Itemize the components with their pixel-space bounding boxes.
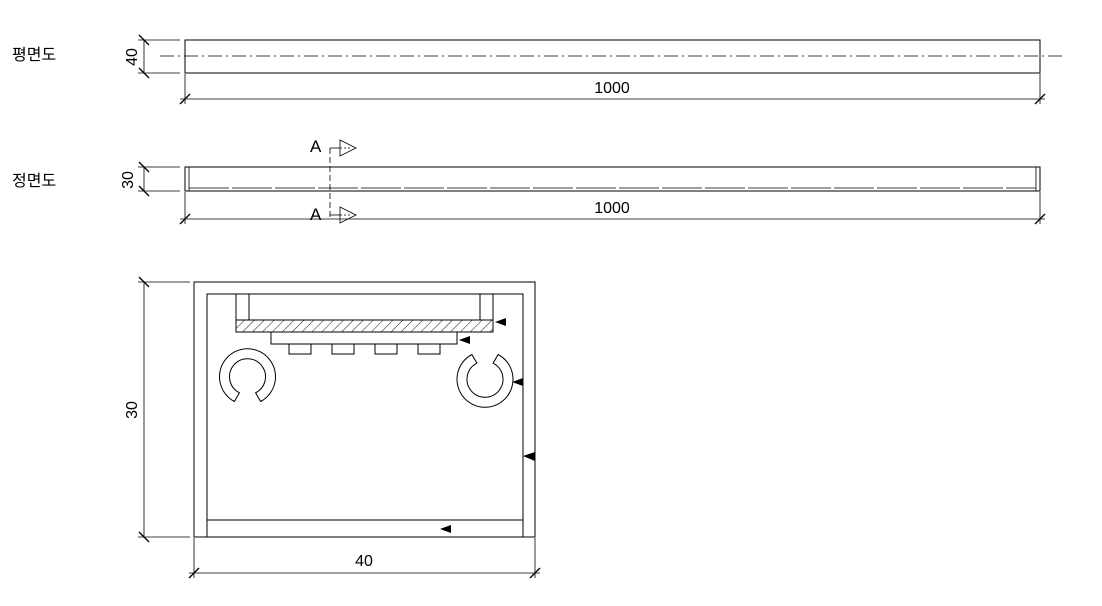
section-label-top: A [310, 137, 322, 156]
pcb-strip [270, 331, 458, 345]
led-chip [331, 343, 355, 355]
section-view: 30 40 [124, 276, 541, 579]
plan-view-outline [184, 39, 1041, 74]
front-length-label: 1000 [594, 200, 630, 217]
led-chip [288, 343, 312, 355]
led-chip [417, 343, 441, 355]
leader-arrow-wall [523, 452, 535, 461]
plan-width-dimension: 40 [124, 34, 180, 79]
front-length-dimension: 1000 [179, 192, 1046, 225]
front-view-outline [184, 166, 1041, 192]
section-width-label: 40 [355, 553, 373, 570]
section-height-dimension: 30 [124, 276, 190, 543]
section-inner-frame [206, 293, 524, 538]
leader-arrow-pcb [459, 336, 470, 344]
plan-length-dimension: 1000 [179, 74, 1046, 105]
plan-width-label: 40 [124, 48, 141, 66]
screw-boss-right [456, 353, 514, 408]
section-height-label: 30 [124, 401, 141, 419]
section-width-dimension: 40 [188, 538, 541, 579]
front-height-dimension: 30 [120, 161, 180, 197]
led-row [288, 343, 441, 355]
leader-arrow-bottom [440, 525, 451, 533]
plan-length-label: 1000 [594, 80, 630, 97]
plan-view: 평면도 40 1000 [12, 34, 1066, 105]
section-label-bottom: A [310, 205, 322, 224]
front-view-title: 정면도 [12, 171, 56, 190]
channel-left-wall [235, 293, 250, 321]
section-cut-line: A A [310, 137, 357, 224]
plan-view-title: 평면도 [12, 45, 56, 64]
front-view: 정면도 A A 30 [12, 137, 1046, 225]
channel-right-wall [479, 293, 494, 321]
front-height-label: 30 [120, 171, 137, 189]
led-chip [374, 343, 398, 355]
screw-boss-left [219, 348, 276, 403]
hatched-plate [235, 319, 494, 333]
leader-arrow-plate [495, 318, 506, 326]
leader-arrow-boss [512, 378, 523, 386]
